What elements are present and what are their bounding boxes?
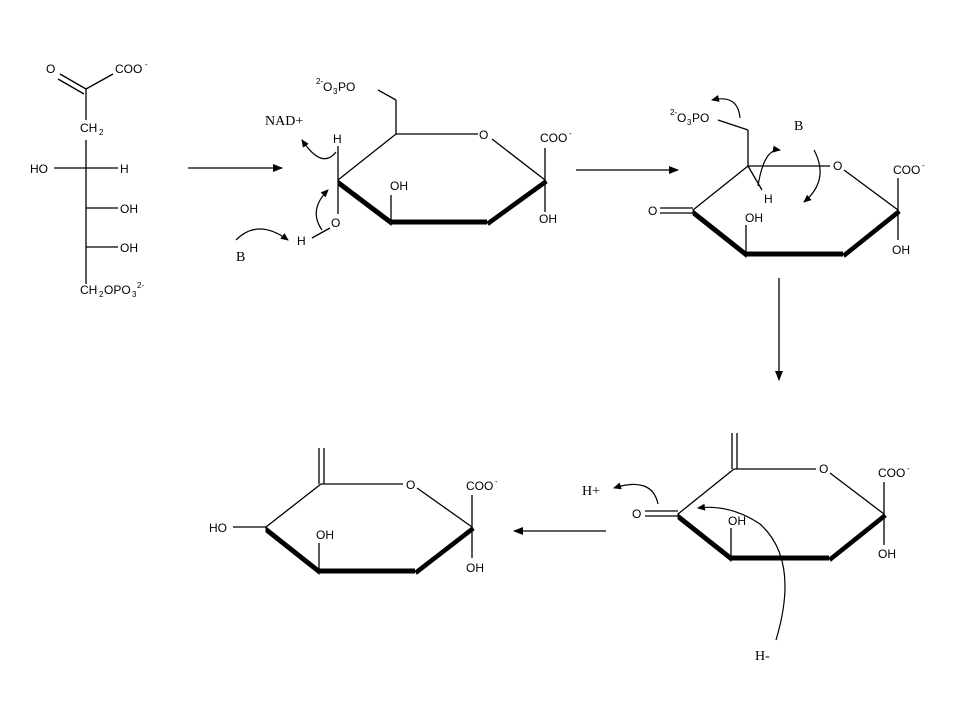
ring-o-label: O xyxy=(819,462,828,476)
hydroxyl-label: OH xyxy=(728,514,746,528)
nad-cofactor-label: NAD+ xyxy=(265,114,303,129)
hydroxyl-label: OH xyxy=(120,202,138,216)
hydrogen-label: H xyxy=(764,192,773,206)
hydroxyl-label: OH xyxy=(878,547,896,561)
hydrogen-label: H xyxy=(333,132,342,146)
phosphate-po-label: PO xyxy=(692,111,709,125)
phosphate-o3-label: O xyxy=(677,111,686,125)
subscript-2: 2 xyxy=(99,128,104,137)
curly-arrow-base-deprotonation xyxy=(235,228,289,241)
subscript-3: 3 xyxy=(687,118,692,127)
molecule-5-product: O COO - HO OH OH xyxy=(209,448,498,576)
molecule-3-keto-ring: 2- O 3 PO B O COO - H O OH OH xyxy=(648,95,925,259)
hydroxyl-label: HO xyxy=(209,521,227,535)
charge-minus: - xyxy=(922,161,925,170)
hydroxyl-label: OH xyxy=(892,243,910,257)
hydroxyl-label: OH xyxy=(120,241,138,255)
curly-arrow-hydride-attack xyxy=(697,503,786,641)
carboxylate-label: COO xyxy=(540,131,567,145)
charge-minus: - xyxy=(569,129,572,138)
subscript-2: 2 xyxy=(99,290,104,299)
carboxylate-label: COO xyxy=(893,163,920,177)
charge-minus: - xyxy=(907,464,910,473)
hydrogen-label: H xyxy=(120,162,129,176)
carboxylate-label: COO xyxy=(466,479,493,493)
carboxylate-label: COO xyxy=(115,62,142,76)
proton-label: H+ xyxy=(582,484,600,499)
ketone-o-label: O xyxy=(632,507,641,521)
ring-o-label: O xyxy=(479,128,488,142)
hydroxyl-label: OH xyxy=(466,561,484,575)
curly-arrow-electron-push xyxy=(315,189,329,231)
subscript-3: 3 xyxy=(132,290,137,299)
ring-oxygen-label: O xyxy=(331,216,340,230)
curly-arrow-elimination xyxy=(757,145,781,187)
molecule-1-open-chain: O COO - CH 2 HO H OH OH CH 2 OPO 3 2- xyxy=(30,60,148,299)
base-label: B xyxy=(236,250,245,265)
curly-arrow-base-proton-abstraction xyxy=(803,149,821,203)
charge-2minus: 2- xyxy=(316,77,323,86)
molecule-4-exocyclic-alkene: O COO - O OH OH H+ H- xyxy=(582,433,910,664)
charge-minus: - xyxy=(145,60,148,69)
subscript-3: 3 xyxy=(333,87,338,96)
carbonyl-o-label: O xyxy=(46,62,55,76)
charge-minus: - xyxy=(495,477,498,486)
hydrogen-label: H xyxy=(297,234,306,248)
ring-o-label: O xyxy=(833,159,842,173)
curly-arrow-phosphate-leaving xyxy=(711,95,741,119)
hydroxyl-label: OH xyxy=(745,211,763,225)
hydroxyl-label: HO xyxy=(30,162,48,176)
base-label: B xyxy=(794,119,803,134)
charge-2minus: 2- xyxy=(670,108,677,117)
ch2-label: CH xyxy=(80,121,97,135)
hydride-label: H- xyxy=(755,649,770,664)
hydroxyl-label: OH xyxy=(316,528,334,542)
molecule-2-pyranose: 2- O 3 PO O COO - H OH OH O H NAD+ B xyxy=(235,77,572,265)
ring-o-label: O xyxy=(406,478,415,492)
hydroxyl-label: OH xyxy=(390,179,408,193)
ketone-o-label: O xyxy=(648,204,657,218)
curly-arrow-protonation xyxy=(613,482,659,505)
phosphate-o3-label: O xyxy=(323,80,332,94)
phosphate-po-label: PO xyxy=(338,80,355,94)
hydroxyl-label: OH xyxy=(539,212,557,226)
curly-arrow-hydride-transfer xyxy=(301,139,337,160)
phosphate-opo-label: OPO xyxy=(104,283,131,297)
phosphate-ch2-label: CH xyxy=(80,283,97,297)
carboxylate-label: COO xyxy=(878,466,905,480)
charge-2minus: 2- xyxy=(137,281,144,290)
